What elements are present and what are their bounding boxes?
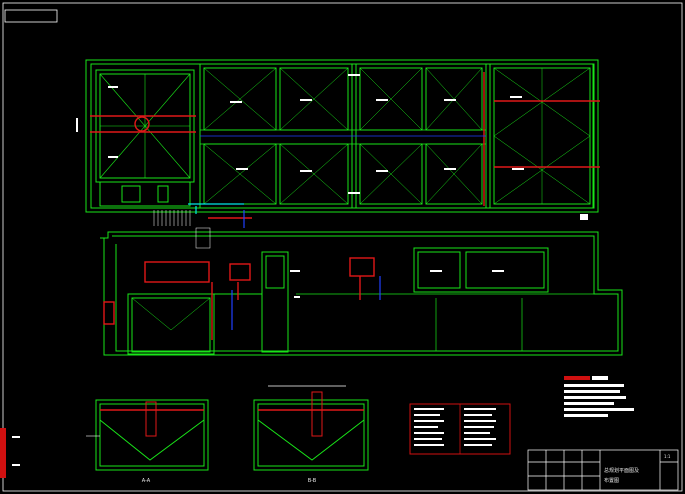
annotation-marks <box>76 74 588 298</box>
sheet-scale: 1:1 <box>664 454 671 459</box>
section-a-a <box>86 399 209 471</box>
notes-block <box>564 376 634 417</box>
right-tank <box>489 63 595 209</box>
drawing-title-line1: 总规划平面图及 <box>604 467 639 474</box>
left-clarifier <box>95 69 195 207</box>
lower-building <box>100 231 623 356</box>
margin-marks <box>0 428 6 478</box>
red-pipelines <box>90 72 600 340</box>
main-plan <box>85 59 623 356</box>
title-block <box>527 449 679 491</box>
legend-table <box>409 403 511 455</box>
section-b-b <box>253 385 369 471</box>
section-a-label: A-A <box>142 478 151 484</box>
drawing-title-line2: 布置图 <box>604 477 619 484</box>
stairs <box>153 210 211 249</box>
section-b-label: B-B <box>308 478 317 484</box>
blue-pipelines <box>188 135 486 330</box>
